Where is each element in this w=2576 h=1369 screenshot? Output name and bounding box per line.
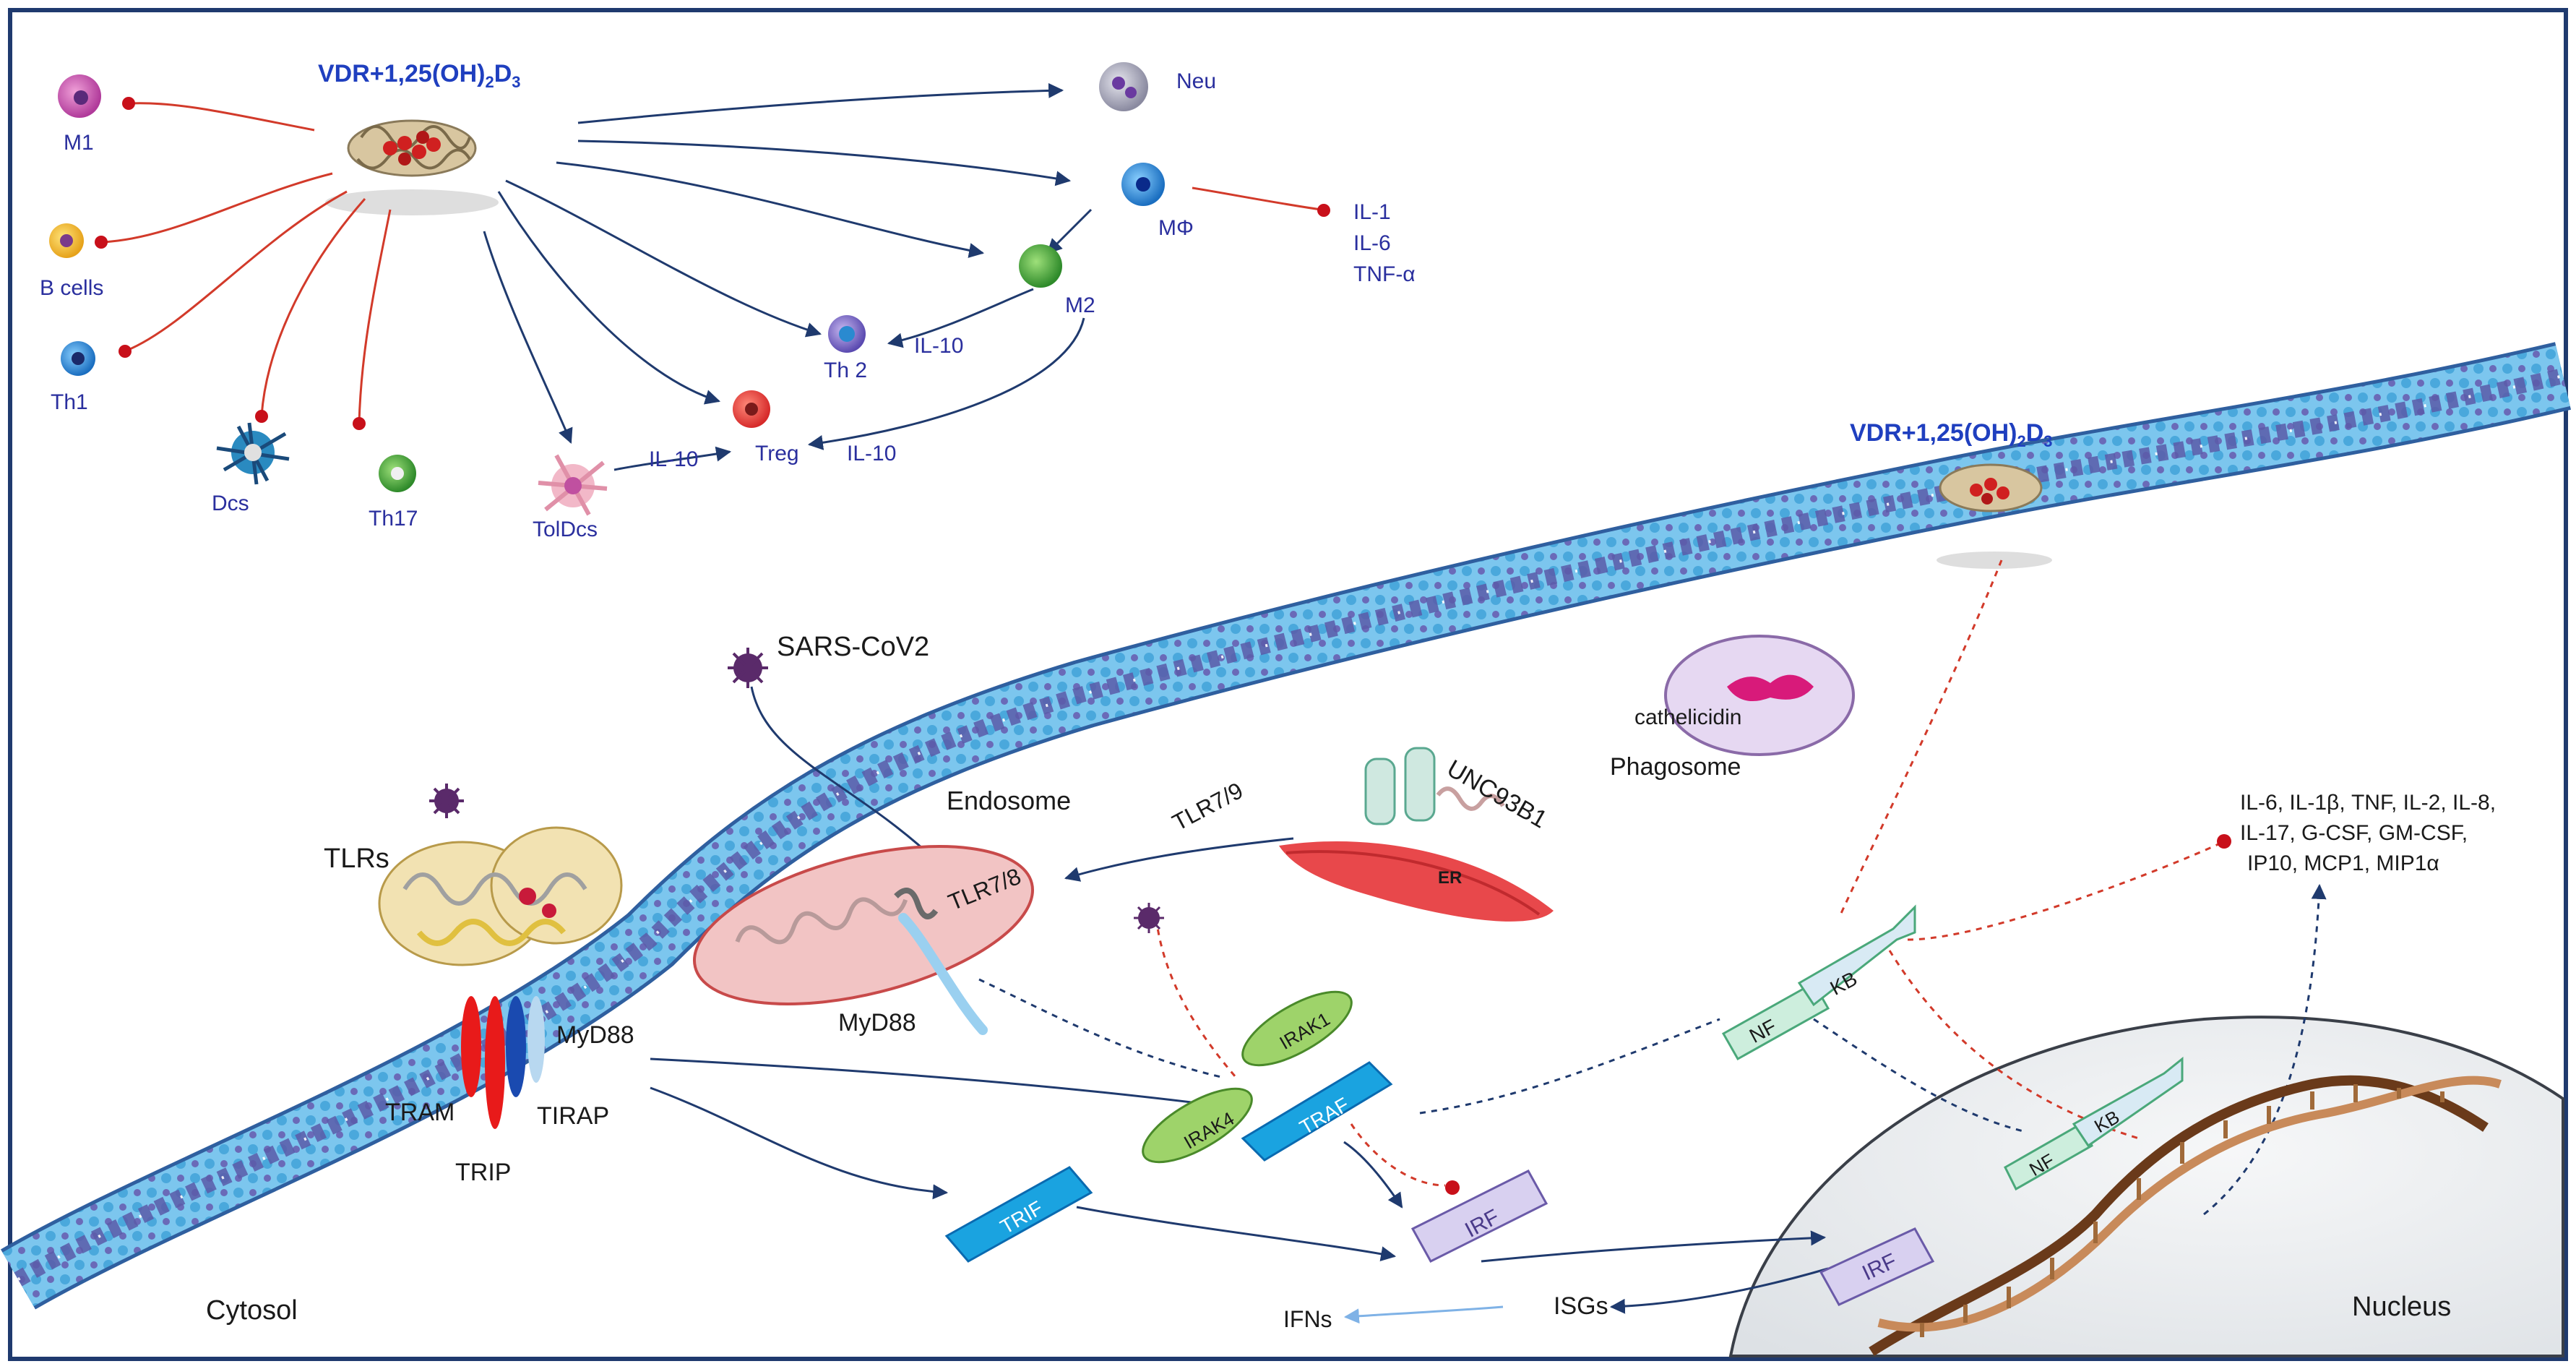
inhibition-lines-top (102, 102, 1322, 424)
dna-helix-icon (1869, 1075, 2502, 1356)
tlr78-receptor (894, 888, 988, 1035)
bcells-label: B cells (40, 276, 103, 300)
er-structure (1279, 747, 1554, 922)
il6-label: IL-6 (1353, 231, 1391, 255)
sars-entry-arrow (750, 686, 941, 865)
th2-label: Th 2 (824, 359, 867, 382)
phagosome-label: Phagosome (1610, 753, 1741, 781)
myd88-label: MyD88 (556, 1021, 634, 1049)
adaptor-arrows (650, 1057, 1829, 1314)
treg-label: Treg (755, 442, 799, 465)
endosome-label: Endosome (947, 786, 1071, 815)
cell-membrane (0, 342, 2572, 1310)
activation-arrows-top (483, 82, 1093, 471)
th1-cell (61, 341, 95, 376)
outer-frame (8, 8, 2568, 1361)
ifns-label: IFNs (1283, 1306, 1332, 1332)
dcs-label: Dcs (212, 492, 249, 515)
tram-label: TRAM (385, 1099, 455, 1126)
tlr-adaptors (461, 996, 545, 1129)
il10-label-m2: IL-10 (847, 442, 896, 465)
virus-icon (429, 784, 464, 818)
m1-cell (58, 74, 101, 118)
tlr-complex (378, 826, 623, 966)
il10-label-toldcs: IL-10 (649, 447, 698, 471)
th2-cell (828, 315, 866, 353)
vdr-top-title: VDR+1,25(OH)2D3 (318, 60, 521, 91)
cathelicidin-label: cathelicidin (1634, 705, 1741, 729)
irak1 (1241, 990, 1353, 1067)
er-to-endosome-arrow (1064, 837, 1294, 882)
irf-nucleus (1819, 1227, 1935, 1306)
cytosol-label: Cytosol (206, 1295, 298, 1326)
phagosome (1664, 635, 1855, 756)
virus-icon (1134, 903, 1164, 933)
er-label: ER (1438, 868, 1462, 888)
il10-label-th2: IL-10 (914, 334, 963, 358)
trip-label: TRIP (455, 1159, 511, 1186)
m2-cell (1019, 244, 1062, 288)
th1-label: Th1 (51, 390, 88, 414)
nfkb-nucleus (2004, 1056, 2184, 1191)
th17-label: Th17 (369, 507, 418, 531)
dcs-cell (216, 422, 290, 485)
traf (1241, 1061, 1393, 1162)
tlr79-label: TLR7/9 (1168, 777, 1247, 836)
cytokines-line3: IP10, MCP1, MIP1α (2247, 851, 2439, 875)
vdr-complex-membrane (1937, 463, 2052, 569)
m1-label: M1 (64, 131, 94, 155)
tnfa-label: TNF-α (1353, 262, 1416, 286)
cytokines-line2: IL-17, G-CSF, GM-CSF, (2240, 821, 2468, 845)
virus-icon (728, 648, 768, 688)
treg-cell (733, 390, 770, 428)
endosome (692, 845, 1035, 1005)
irak4 (1142, 1087, 1253, 1164)
bcell-cell (49, 223, 84, 258)
isgs-label: ISGs (1554, 1292, 1608, 1320)
nfkb-cytosol (1721, 904, 1916, 1061)
toldcs-label: TolDcs (533, 518, 598, 541)
mphi-cell (1121, 163, 1165, 206)
sars-label: SARS-CoV2 (777, 632, 929, 662)
neu-label: Neu (1176, 69, 1216, 93)
nucleus-label: Nucleus (2352, 1292, 2451, 1322)
isgs-to-ifns-arrow (1343, 1305, 1504, 1324)
cytokines-line1: IL-6, IL-1β, TNF, IL-2, IL-8, (2240, 791, 2496, 815)
inhibition-dots-signal (1445, 834, 2231, 1195)
trif (944, 1166, 1093, 1263)
th17-cell (379, 455, 416, 492)
m2-label: M2 (1065, 293, 1095, 317)
tirap-label: TIRAP (537, 1102, 609, 1130)
il1-label: IL-1 (1353, 200, 1391, 224)
irf (1410, 1170, 1548, 1263)
mphi-label: MΦ (1158, 216, 1194, 240)
inhibition-dots-top (95, 97, 1330, 430)
toldcs-cell (538, 454, 608, 516)
tlrs-label: TLRs (324, 844, 389, 874)
vdr-complex-top (325, 119, 499, 215)
neu-cell (1099, 62, 1148, 111)
myd88-endosome-label: MyD88 (838, 1009, 916, 1037)
vdr-membrane-title: VDR+1,25(OH)2D3 (1850, 419, 2053, 450)
